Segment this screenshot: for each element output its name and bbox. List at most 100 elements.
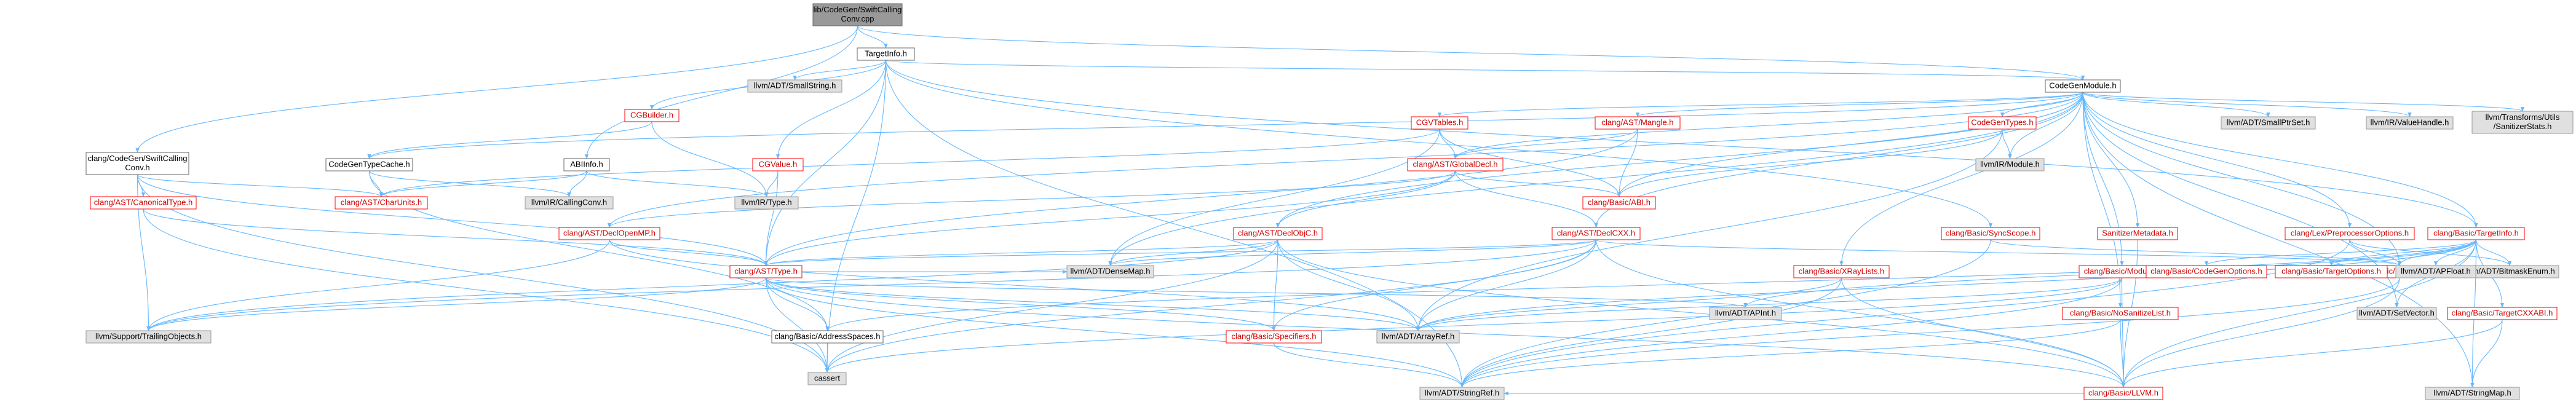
edge-CodeGenModule_h-to-CodeGenTypeCache_h [367,92,2083,159]
node-label: clang/Basic/XRayLists.h [1799,266,1884,275]
graph-node-cassert[interactable]: cassert [807,372,847,385]
graph-node-ValueHandle[interactable]: llvm/IR/ValueHandle.h [2366,116,2454,130]
node-label: llvm/ADT/APInt.h [1715,308,1776,317]
node-box [525,196,614,210]
graph-node-GlobalDecl_h[interactable]: clang/AST/GlobalDecl.h [1407,158,1504,171]
graph-node-DeclCXX_h[interactable]: clang/AST/DeclCXX.h [1552,227,1641,240]
edge-DeclCXX_h-to-DenseMap [1108,239,1597,266]
node-box [1595,116,1681,130]
graph-node-CallingConv[interactable]: llvm/IR/CallingConv.h [525,196,614,210]
node-label: CodeGenTypeCache.h [328,159,410,168]
graph-node-BasicModule_h[interactable]: clang/Basic/Module.h [2079,265,2165,278]
graph-node-TargetInfo_h[interactable]: TargetInfo.h [857,47,915,61]
graph-node-SetVector[interactable]: llvm/ADT/SetVector.h [2356,307,2437,320]
graph-node-APFloat[interactable]: llvm/ADT/APFloat.h [2395,265,2476,278]
node-box [85,152,189,175]
edge-CodeGenModule_h-to-CGVTables_h [1438,92,2083,117]
edge-DeclCXX_h-to-ASTType_h [764,239,1597,266]
node-label: llvm/IR/ValueHandle.h [2371,117,2449,127]
node-box [2356,307,2437,320]
graph-node-CodeGenTypes_h[interactable]: CodeGenTypes.h [1968,116,2037,130]
graph-node-TargetOptions_h[interactable]: clang/Basic/TargetOptions.h [2275,265,2388,278]
node-box [1233,227,1323,240]
node-box [2221,116,2316,130]
graph-node-CGVTables_h[interactable]: CGVTables.h [1411,116,1468,130]
node-box [857,47,915,61]
edge-Mangle_h-to-ABI_h [1617,128,1638,197]
edge-DeclOpenMP_h-to-ArrayRef [609,239,1420,331]
edge-CodeGenTypes_h-to-IRModule [2002,128,2012,159]
graph-node-TrailingObjects[interactable]: llvm/Support/TrailingObjects.h [85,330,212,344]
edge-DeclObjC_h-to-ASTType_h [764,239,1278,266]
graph-node-IRModule[interactable]: llvm/IR/Module.h [1975,158,2045,171]
node-box [2425,387,2520,400]
edge-CodeGenModule_h-to-DeclOpenMP_h [608,92,2083,228]
graph-node-Specifiers_h[interactable]: clang/Basic/Specifiers.h [1226,330,1322,344]
graph-node-SmallString[interactable]: llvm/ADT/SmallString.h [747,79,842,93]
graph-node-BasicTargetInfo_h[interactable]: clang/Basic/TargetInfo.h [2427,227,2525,240]
edge-CodeGenModule_h-to-XRayLists_h [1839,92,2083,266]
node-label: clang/Basic/AddressSpaces.h [775,331,881,341]
graph-node-NoSanitizeList_h[interactable]: clang/Basic/NoSanitizeList.h [2062,307,2179,320]
graph-node-CGValue_h[interactable]: CGValue.h [752,158,804,171]
edge-BasicTargetInfo_h-to-TargetOptions_h [2329,239,2477,266]
graph-node-DeclObjC_h[interactable]: clang/AST/DeclObjC.h [1233,227,1323,240]
graph-node-TargetCXXABI_h[interactable]: clang/Basic/TargetCXXABI.h [2447,307,2558,320]
node-label: clang/Basic/CodeGenOptions.h [2150,266,2262,275]
node-label: clang/Basic/NoSanitizeList.h [2070,308,2171,317]
graph-node-LLVM_h[interactable]: clang/Basic/LLVM.h [2083,387,2163,400]
graph-node-XRayLists_h[interactable]: clang/Basic/XRayLists.h [1793,265,1890,278]
node-label: clang/Basic/Specifiers.h [1231,331,1316,341]
graph-node-CodeGenModule_h[interactable]: CodeGenModule.h [2045,79,2121,93]
graph-node-SmallPtrSet[interactable]: llvm/ADT/SmallPtrSet.h [2221,116,2316,130]
graph-node-Mangle_h[interactable]: clang/AST/Mangle.h [1595,116,1681,130]
graph-node-ABIInfo_h[interactable]: ABIInfo.h [563,158,610,171]
graph-node-ArrayRef[interactable]: llvm/ADT/ArrayRef.h [1376,330,1460,344]
graph-node-StringRef[interactable]: llvm/ADT/StringRef.h [1419,387,1505,400]
graph-node-ABI_h[interactable]: clang/Basic/ABI.h [1582,196,1656,210]
graph-node-PreprocessorOptions_h[interactable]: clang/Lex/PreprocessorOptions.h [2285,227,2415,240]
graph-node-SanitizerMetadata_h[interactable]: SanitizerMetadata.h [2097,227,2178,240]
graph-node-CanonicalType_h[interactable]: clang/AST/CanonicalType.h [90,196,197,210]
graph-node-DenseMap[interactable]: llvm/ADT/DenseMap.h [1066,265,1154,278]
node-label: clang/Basic/Module.h [2084,266,2160,275]
edge-DeclCXX_h-to-LLVM_h [1595,239,2126,388]
graph-node-CodeGenTypeCache_h[interactable]: CodeGenTypeCache.h [325,158,413,171]
edge-TargetInfo_h-to-ASTType_h [764,60,887,266]
node-label: /SanitizerStats.h [2494,122,2552,131]
node-box [2275,265,2388,278]
graph-node-StringMap[interactable]: llvm/ADT/StringMap.h [2425,387,2520,400]
edge-CodeGenModule_h-to-ValueHandle [2082,92,2412,117]
graph-node-SanitizerStats[interactable]: llvm/Transforms/Utils/SanitizerStats.h [2471,111,2574,134]
edge-root-to-CodeGenModule_h [857,25,2085,81]
node-label: clang/AST/DeclObjC.h [1238,228,1318,237]
graph-node-IRType[interactable]: llvm/IR/Type.h [734,196,799,210]
node-box [734,196,799,210]
graph-node-DeclOpenMP_h[interactable]: clang/AST/DeclOpenMP.h [558,227,660,240]
graph-node-AddressSpaces_h[interactable]: clang/Basic/AddressSpaces.h [771,330,884,344]
graph-node-CharUnits_h[interactable]: clang/AST/CharUnits.h [335,196,428,210]
graph-node-APInt[interactable]: llvm/ADT/APInt.h [1709,307,1782,320]
node-label: llvm/ADT/ArrayRef.h [1382,331,1454,341]
edge-BasicTargetInfo_h-to-ArrayRef [1416,239,2477,331]
node-box [1975,158,2045,171]
node-label: CodeGenTypes.h [1971,117,2033,127]
edge-CodeGenModule_h-to-SanitizerMetadata_h [2082,92,2140,228]
graph-node-ASTType_h[interactable]: clang/AST/Type.h [729,265,803,278]
graph-node-BitmaskEnum[interactable]: llvm/ADT/BitmaskEnum.h [2460,265,2559,278]
graph-node-SyncScope_h[interactable]: clang/Basic/SyncScope.h [1941,227,2040,240]
node-label: TargetInfo.h [865,49,907,58]
edge-GlobalDecl_h-to-DeclObjC_h [1275,170,1456,228]
node-label: Conv.h [125,163,149,172]
edge-ASTType_h-to-Specifiers_h [765,277,1276,331]
graph-node-CodeGenOptions_h[interactable]: clang/Basic/CodeGenOptions.h [2146,265,2267,278]
node-label: CodeGenModule.h [2049,81,2116,90]
node-label: llvm/ADT/BitmaskEnum.h [2464,266,2554,275]
edge-ASTType_h-to-ArrayRef [765,277,1420,331]
node-label: lib/CodeGen/SwiftCalling [814,5,902,14]
graph-node-CGBuilder_h[interactable]: CGBuilder.h [624,109,680,122]
node-label: clang/AST/DeclCXX.h [1557,228,1635,237]
edge-Specifiers_h-to-StringRef [1273,342,1464,388]
